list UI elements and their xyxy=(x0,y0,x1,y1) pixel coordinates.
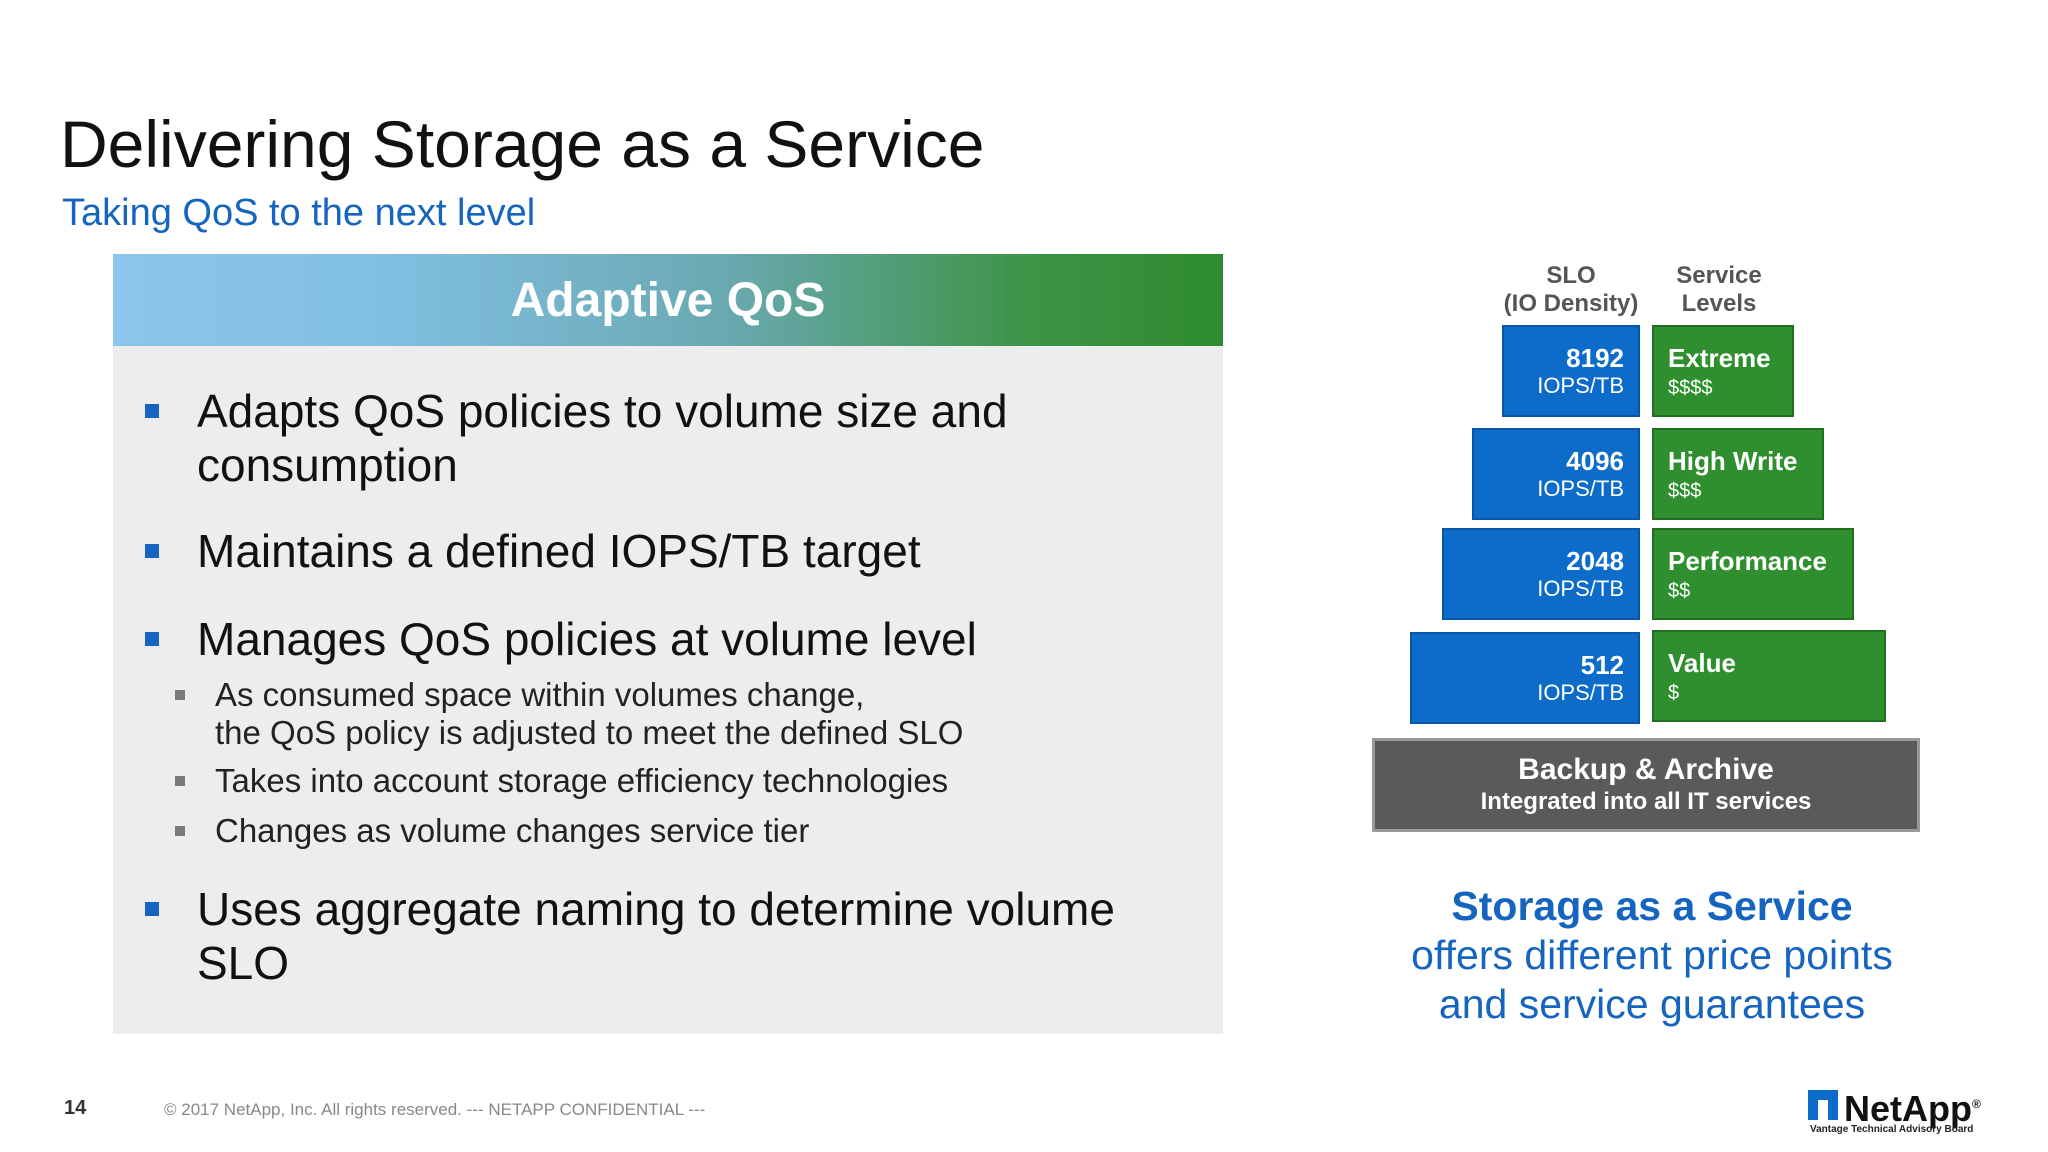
bullet-marker xyxy=(145,404,159,418)
service-level-name: Value xyxy=(1668,648,1736,678)
adaptive-qos-panel: Adaptive QoS Adapts QoS policies to volu… xyxy=(113,254,1223,1034)
slo-tier-high-write: 4096 IOPS/TB xyxy=(1472,428,1640,520)
tagline-heading: Storage as a Service xyxy=(1451,883,1853,929)
sub-bullet-item: Changes as volume changes service tier xyxy=(145,812,1205,850)
backup-archive-base: Backup & Archive Integrated into all IT … xyxy=(1372,738,1920,832)
panel-header-title: Adaptive QoS xyxy=(510,273,826,327)
service-column-header: Service Levels xyxy=(1656,262,1782,318)
service-level-price: $$$ xyxy=(1668,480,1702,502)
slo-value: 8192 xyxy=(1566,343,1624,373)
bullet-text: SLO xyxy=(197,937,290,989)
tagline-text: and service guarantees xyxy=(1438,981,1866,1027)
slo-tier-performance: 2048 IOPS/TB xyxy=(1442,528,1640,620)
bullet-list: Adapts QoS policies to volume size and c… xyxy=(145,384,1205,990)
sub-bullet-item: As consumed space within volumes change,… xyxy=(145,676,1205,752)
slo-unit: IOPS/TB xyxy=(1537,373,1624,398)
service-header-line: Service xyxy=(1676,262,1762,289)
page-number: 14 xyxy=(64,1097,87,1119)
bullet-marker xyxy=(145,632,159,646)
bullet-text: Maintains a defined IOPS/TB target xyxy=(197,525,921,577)
slo-unit: IOPS/TB xyxy=(1537,680,1624,705)
slo-value: 4096 xyxy=(1566,446,1624,476)
service-level-name: Performance xyxy=(1668,546,1827,576)
netapp-logo: NetApp® Vantage Technical Advisory Board xyxy=(1808,1086,2004,1136)
sub-bullet-marker xyxy=(175,776,185,786)
bullet-text: Adapts QoS policies to volume size and xyxy=(197,385,1008,437)
bullet-item: Uses aggregate naming to determine volum… xyxy=(145,882,1205,990)
slo-header-line: SLO xyxy=(1546,262,1596,289)
service-tier-extreme: Extreme $$$$ xyxy=(1652,325,1794,417)
slide-subtitle: Taking QoS to the next level xyxy=(62,192,536,234)
logo-registered-mark: ® xyxy=(1972,1097,1981,1111)
bullet-text: Uses aggregate naming to determine volum… xyxy=(197,883,1115,935)
slo-tier-value: 512 IOPS/TB xyxy=(1410,632,1640,724)
backup-title: Backup & Archive xyxy=(1518,753,1774,786)
sub-bullet-text: Takes into account storage efficiency te… xyxy=(215,762,949,799)
service-tier-high-write: High Write $$$ xyxy=(1652,428,1824,520)
bullet-marker xyxy=(145,902,159,916)
sub-bullet-text: the QoS policy is adjusted to meet the d… xyxy=(215,714,964,751)
slo-unit: IOPS/TB xyxy=(1537,476,1624,501)
bullet-text: Manages QoS policies at volume level xyxy=(197,613,977,665)
sub-bullet-marker xyxy=(175,690,185,700)
slo-column-header: SLO (IO Density) xyxy=(1488,262,1654,318)
bullet-marker xyxy=(145,544,159,558)
backup-subtitle: Integrated into all IT services xyxy=(1480,788,1812,815)
slo-header-line: (IO Density) xyxy=(1503,290,1639,317)
bullet-item: Maintains a defined IOPS/TB target xyxy=(145,524,1205,578)
bullet-item: Manages QoS policies at volume level xyxy=(145,612,1205,666)
logo-tagline: Vantage Technical Advisory Board xyxy=(1810,1124,1974,1135)
slide-title: Delivering Storage as a Service xyxy=(60,107,985,181)
slo-unit: IOPS/TB xyxy=(1537,576,1624,601)
service-level-name: High Write xyxy=(1668,446,1798,476)
bullet-item: Adapts QoS policies to volume size and c… xyxy=(145,384,1205,492)
service-level-price: $$$$ xyxy=(1668,377,1713,399)
sub-bullet-item: Takes into account storage efficiency te… xyxy=(145,762,1205,800)
service-level-price: $$ xyxy=(1668,580,1691,602)
slo-tier-extreme: 8192 IOPS/TB xyxy=(1502,325,1640,417)
service-header-line: Levels xyxy=(1681,290,1757,317)
sub-bullet-marker xyxy=(175,826,185,836)
netapp-logo-icon xyxy=(1808,1090,1838,1120)
service-level-name: Extreme xyxy=(1668,343,1771,373)
service-tier-performance: Performance $$ xyxy=(1652,528,1854,620)
slo-value: 2048 xyxy=(1566,546,1624,576)
service-level-price: $ xyxy=(1668,682,1680,704)
logo-name: NetApp xyxy=(1844,1088,1972,1129)
copyright-notice: © 2017 NetApp, Inc. All rights reserved.… xyxy=(164,1100,706,1119)
tagline-text: offers different price points xyxy=(1411,932,1893,978)
sub-bullet-text: Changes as volume changes service tier xyxy=(215,812,810,849)
slo-value: 512 xyxy=(1580,650,1624,680)
service-tier-value: Value $ xyxy=(1652,630,1886,722)
logo-wordmark: NetApp® xyxy=(1844,1084,1981,1129)
panel-header: Adaptive QoS xyxy=(113,254,1223,346)
storage-service-tagline: Storage as a Service offers different pr… xyxy=(1372,882,1932,1029)
sub-bullet-text: As consumed space within volumes change, xyxy=(215,676,865,713)
bullet-text: consumption xyxy=(197,439,458,491)
